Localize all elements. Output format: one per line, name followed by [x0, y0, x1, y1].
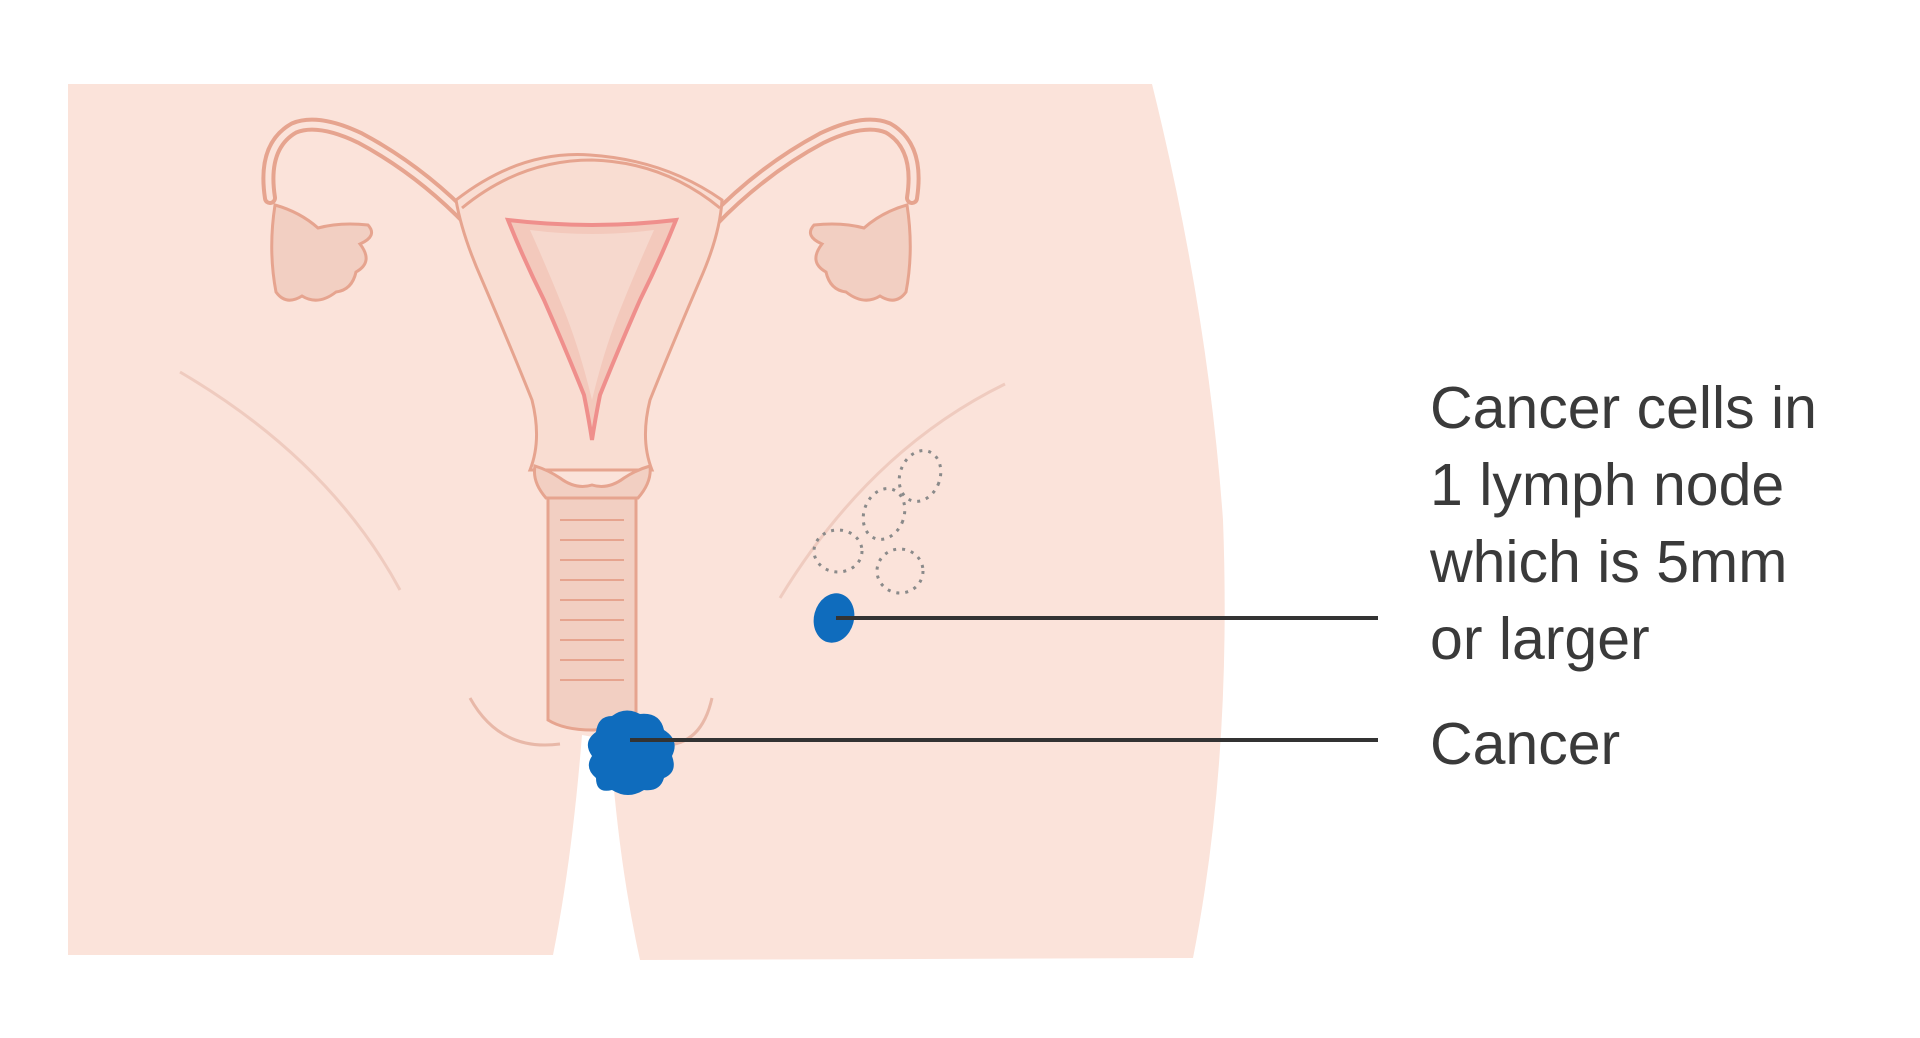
left-ovary: [270, 203, 374, 302]
lymph-node-label-line: or larger: [1430, 606, 1650, 672]
vaginal-rugae: [560, 519, 624, 681]
uterine-fundus: [461, 158, 721, 210]
vulval-cancer-tumour: [587, 710, 675, 795]
vagina: [546, 496, 638, 732]
normal-lymph-nodes: [812, 449, 943, 595]
left-fallopian-tube-inner: [265, 121, 473, 225]
lymph-node-outline: [861, 487, 907, 541]
right-ovary: [808, 203, 912, 302]
lymph-node-outline: [875, 547, 925, 595]
lymph-node-label-line: 1 lymph node: [1430, 452, 1785, 518]
lymph-node-outline: [897, 449, 943, 503]
right-fallopian-tube-inner: [709, 121, 917, 225]
lymph-node-label: Cancer cells in 1 lymph node which is 5m…: [1430, 370, 1910, 678]
cancer-label: Cancer: [1430, 711, 1621, 777]
cancer-lymph-node: [813, 593, 855, 643]
uterine-cavity: [530, 230, 654, 400]
left-groin-crease: [179, 370, 402, 591]
lymph-node-label-line: which is 5mm: [1430, 529, 1788, 595]
lymph-node-label-line: Cancer cells in: [1430, 375, 1817, 441]
right-groin-crease: [778, 382, 1006, 599]
lymph-node-outline: [812, 528, 864, 574]
